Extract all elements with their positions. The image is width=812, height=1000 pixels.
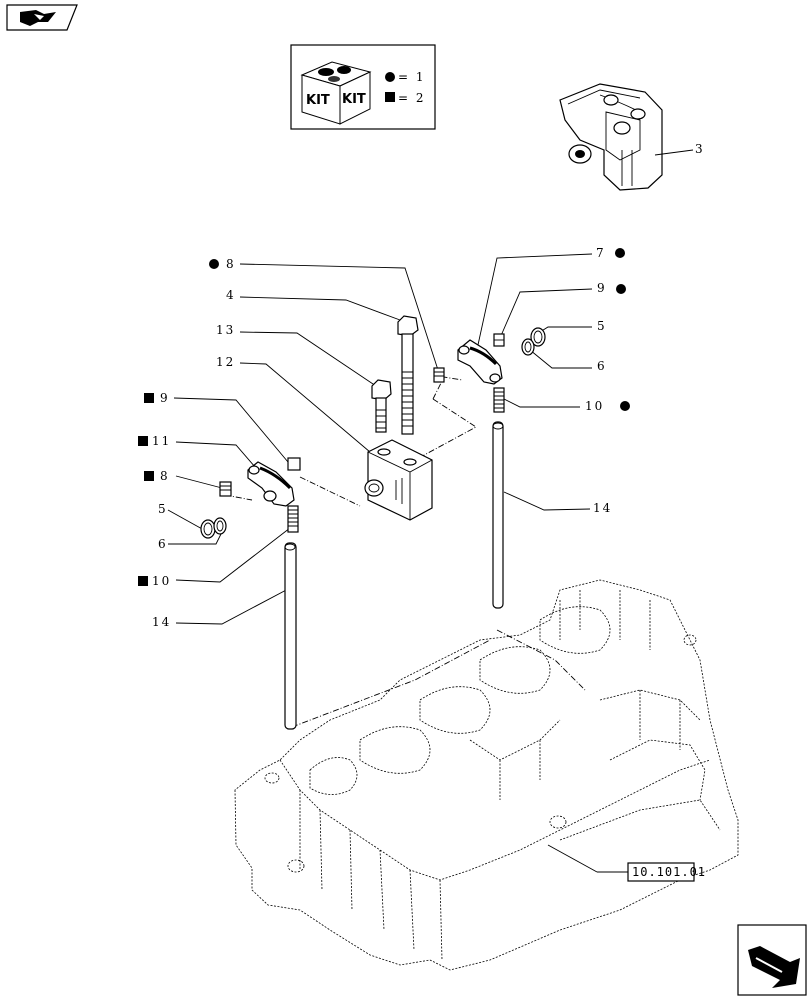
square-marker bbox=[138, 436, 148, 446]
nut-icon bbox=[287, 457, 301, 471]
square-marker bbox=[144, 393, 154, 403]
callout-8-left: 8 bbox=[160, 469, 170, 483]
callout-6-left: 6 bbox=[158, 537, 168, 551]
callout-3: 3 bbox=[695, 142, 705, 156]
callout-10-left: 10 bbox=[152, 574, 171, 588]
callout-5-left: 5 bbox=[158, 502, 168, 516]
circle-marker bbox=[616, 284, 626, 294]
circle-marker bbox=[615, 248, 625, 258]
square-legend-icon bbox=[385, 92, 395, 102]
book-arrow-icon[interactable] bbox=[6, 4, 78, 31]
washer-right-2 bbox=[521, 338, 535, 356]
callout-8-top: 8 bbox=[226, 257, 236, 271]
screw-left bbox=[219, 481, 232, 497]
circle-legend-icon bbox=[385, 72, 395, 82]
legend-square-text: = 2 bbox=[398, 91, 426, 105]
adjust-screw-left bbox=[287, 505, 299, 533]
short-bolt bbox=[371, 379, 392, 433]
callout-11: 11 bbox=[152, 434, 171, 448]
rocker-assembly-illustration bbox=[559, 83, 663, 191]
kit-legend-box: KIT KIT = 1 = 2 bbox=[290, 44, 436, 130]
kit-text-1: KIT bbox=[306, 93, 330, 108]
callout-12: 12 bbox=[216, 355, 235, 369]
callout-10-right: 10 bbox=[585, 399, 604, 413]
washer-left bbox=[200, 519, 216, 539]
reference-box[interactable] bbox=[627, 862, 695, 882]
circle-marker bbox=[620, 401, 630, 411]
callout-5-right: 5 bbox=[597, 319, 607, 333]
kit-text-2: KIT bbox=[342, 92, 366, 107]
callout-7: 7 bbox=[596, 246, 606, 260]
callout-9-right: 9 bbox=[597, 281, 607, 295]
kit-box-icon: KIT KIT bbox=[300, 61, 372, 125]
washer-right bbox=[530, 327, 546, 347]
callout-13: 13 bbox=[216, 323, 235, 337]
callout-4: 4 bbox=[226, 288, 236, 302]
callout-14-right: 14 bbox=[593, 501, 612, 515]
square-marker bbox=[144, 471, 154, 481]
callout-9-left: 9 bbox=[160, 391, 170, 405]
push-rod-left bbox=[284, 542, 297, 730]
rocker-arm-right bbox=[457, 333, 505, 385]
callout-6-right: 6 bbox=[597, 359, 607, 373]
screw-top bbox=[433, 367, 445, 383]
support-bracket bbox=[364, 439, 433, 521]
page-arrow-icon[interactable] bbox=[737, 924, 807, 996]
legend-circle-text: = 1 bbox=[398, 70, 426, 84]
square-marker bbox=[138, 576, 148, 586]
adjust-screw-right bbox=[493, 387, 505, 413]
cylinder-head-illustration bbox=[234, 579, 739, 971]
callout-14-left: 14 bbox=[152, 615, 171, 629]
push-rod-right bbox=[492, 421, 504, 609]
washer-left-2 bbox=[213, 517, 227, 535]
reference-text: 10.101.01 bbox=[632, 865, 706, 879]
rocker-arm-left bbox=[247, 457, 301, 507]
long-bolt bbox=[397, 315, 419, 435]
circle-marker bbox=[209, 259, 219, 269]
